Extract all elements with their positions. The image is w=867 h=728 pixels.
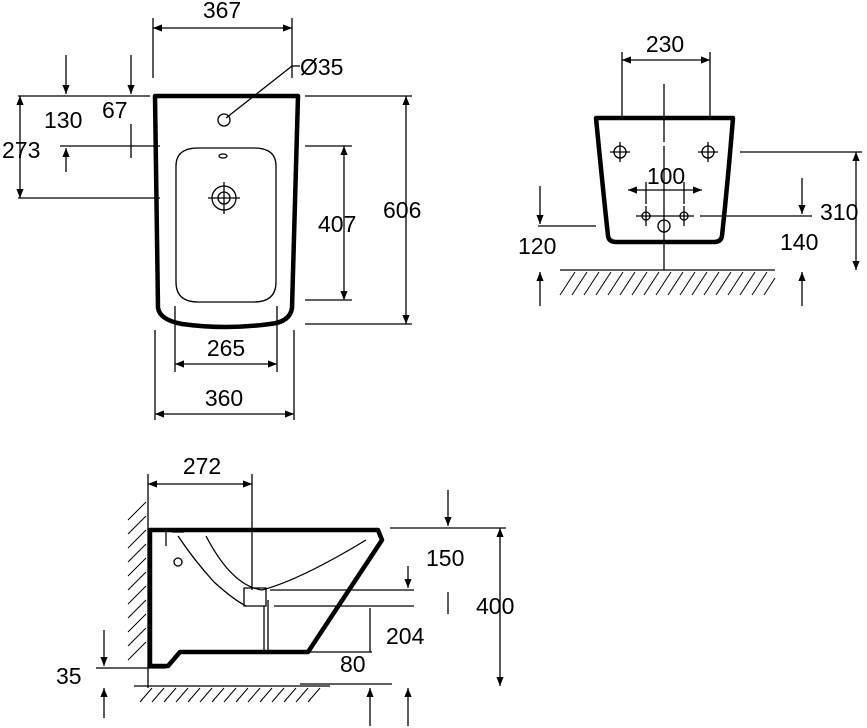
waste-hole-rear [657,219,671,233]
dim-tap-hole-to-edge: 130 [44,107,82,133]
dim-overall-length: 606 [383,197,421,223]
rear-outline [593,115,736,245]
dim-bolt-spacing-narrow: 100 [647,163,685,189]
dim-waste-projection: 272 [183,453,221,479]
wall-hatch [127,501,147,661]
dim-tap-hole-diameter: Ø35 [300,54,343,80]
dim-waste-from-wall: 273 [2,137,40,163]
overflow-hole-side [173,557,183,567]
side-view: 272 150 400 204 80 35 [56,453,514,726]
overflow-slot [218,153,228,159]
dim-bolt-spacing-wide: 230 [646,31,684,57]
dim-base-gap: 35 [56,663,82,689]
rear-floor-hatch [559,271,776,296]
plan-view: 367 Ø35 67 130 273 606 407 265 360 [2,0,421,420]
dim-bowl-length: 407 [318,211,356,237]
plan-outline [152,93,301,330]
rear-view: 230 100 120 140 310 [518,31,862,306]
dim-bolt-height: 310 [820,199,858,225]
dim-bowl-width: 265 [207,335,245,361]
dim-overall-width: 367 [203,0,241,23]
dim-tap-hole-offset: 67 [102,97,128,123]
dim-waste-height: 120 [518,233,556,259]
dim-supply-height: 140 [780,229,818,255]
tap-hole [217,113,231,127]
side-bowl-curve [205,535,367,591]
dim-rim-width: 360 [205,385,243,411]
dim-overall-height: 400 [476,593,514,619]
side-outline [147,527,385,669]
floor-hatch [139,687,321,703]
dim-outlet-height: 204 [386,623,425,649]
dim-rim-depth: 150 [426,545,464,571]
plan-bowl [175,147,277,303]
dim-outlet-offset: 80 [340,651,366,677]
